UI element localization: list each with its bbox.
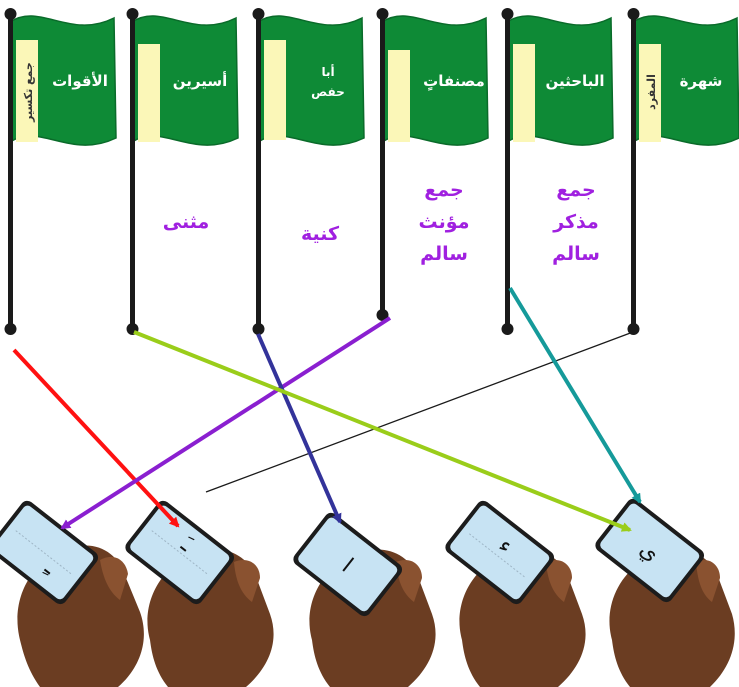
flag-asirayn[interactable]: أسيرين bbox=[126, 8, 239, 335]
card-hand-3[interactable]: ا bbox=[291, 510, 436, 687]
card-hand-2[interactable]: ـَ bbox=[123, 498, 274, 687]
flag-pole bbox=[505, 14, 510, 330]
arrow-red bbox=[12, 348, 180, 528]
flag-word: أسيرين bbox=[173, 71, 227, 90]
flag-word-line1: أبا bbox=[321, 64, 334, 79]
flag-tab bbox=[138, 44, 160, 142]
flag-pole bbox=[631, 14, 636, 330]
flag-aba-hafs[interactable]: أبا حفص bbox=[252, 8, 365, 335]
card: ا bbox=[293, 512, 403, 617]
pole-top bbox=[4, 8, 17, 20]
arrow-lime bbox=[133, 330, 632, 532]
flag-alaqwat[interactable]: جمع تكسير الأقوات bbox=[4, 8, 117, 335]
card-hand-1[interactable]: ـِ bbox=[0, 498, 144, 687]
label-line: سالم bbox=[552, 243, 600, 265]
label-dual: مثنى bbox=[163, 211, 210, 233]
pole-bottom bbox=[627, 323, 640, 335]
finger-shape bbox=[100, 556, 128, 600]
card: ـِ bbox=[0, 500, 99, 605]
pole-bottom bbox=[501, 323, 514, 335]
pole-top bbox=[126, 8, 139, 20]
flag-tab-text: جمع تكسير bbox=[22, 62, 35, 123]
label-line: جمع bbox=[424, 179, 463, 201]
finger-shape bbox=[696, 559, 720, 602]
pole-top bbox=[501, 8, 514, 20]
flag-tab bbox=[513, 44, 535, 142]
flag-albahithin[interactable]: الباحثين bbox=[501, 8, 614, 335]
flag-tab bbox=[388, 50, 410, 142]
label-line: جمع bbox=[556, 179, 595, 201]
label-line: مذكر bbox=[552, 211, 599, 233]
flag-word: مصنفاتٍ bbox=[423, 72, 485, 91]
card-face bbox=[130, 505, 230, 600]
flag-musannafat[interactable]: مصنفاتٍ bbox=[376, 8, 489, 321]
card-hand-4[interactable]: ء bbox=[443, 498, 586, 687]
connector-shuhra-line bbox=[205, 331, 634, 493]
label-line: سالم bbox=[420, 243, 468, 265]
flag-tab bbox=[639, 44, 661, 142]
flag-pole bbox=[8, 14, 13, 330]
card-face bbox=[450, 505, 550, 600]
arrow-purple bbox=[60, 316, 392, 530]
flag-shuhra[interactable]: المفرد شهرة bbox=[627, 8, 739, 335]
pole-top bbox=[627, 8, 640, 20]
flag-tab bbox=[264, 40, 286, 140]
finger-shape bbox=[546, 559, 572, 602]
finger-shape bbox=[396, 559, 422, 602]
pole-top bbox=[252, 8, 265, 20]
label-feminine-plural: جمع مؤنث سالم bbox=[419, 179, 470, 265]
card: ـَ bbox=[125, 500, 235, 605]
flag-pole bbox=[256, 14, 261, 330]
card-face bbox=[0, 505, 94, 600]
pole-top bbox=[376, 8, 389, 20]
flag-tab-text: المفرد bbox=[645, 74, 658, 110]
flag-word: شهرة bbox=[680, 72, 723, 90]
label-masculine-plural: جمع مذكر سالم bbox=[552, 179, 600, 265]
finger-shape bbox=[234, 559, 260, 602]
flag-tab bbox=[16, 40, 38, 142]
flag-word-line2: حفص bbox=[311, 85, 345, 99]
label-kunya: كنية bbox=[301, 223, 340, 245]
pole-bottom bbox=[252, 323, 265, 335]
pole-bottom bbox=[376, 309, 389, 321]
flag-word: الباحثين bbox=[545, 72, 604, 90]
card-face bbox=[298, 517, 398, 612]
pole-bottom bbox=[4, 323, 17, 335]
card: ء bbox=[445, 500, 555, 605]
arrow-teal bbox=[508, 286, 642, 504]
flag-word: الأقوات bbox=[52, 72, 108, 90]
flag-pole bbox=[380, 14, 385, 320]
arrow-navy bbox=[256, 333, 342, 524]
flag-pole bbox=[130, 14, 135, 330]
label-line: مؤنث bbox=[419, 211, 470, 233]
